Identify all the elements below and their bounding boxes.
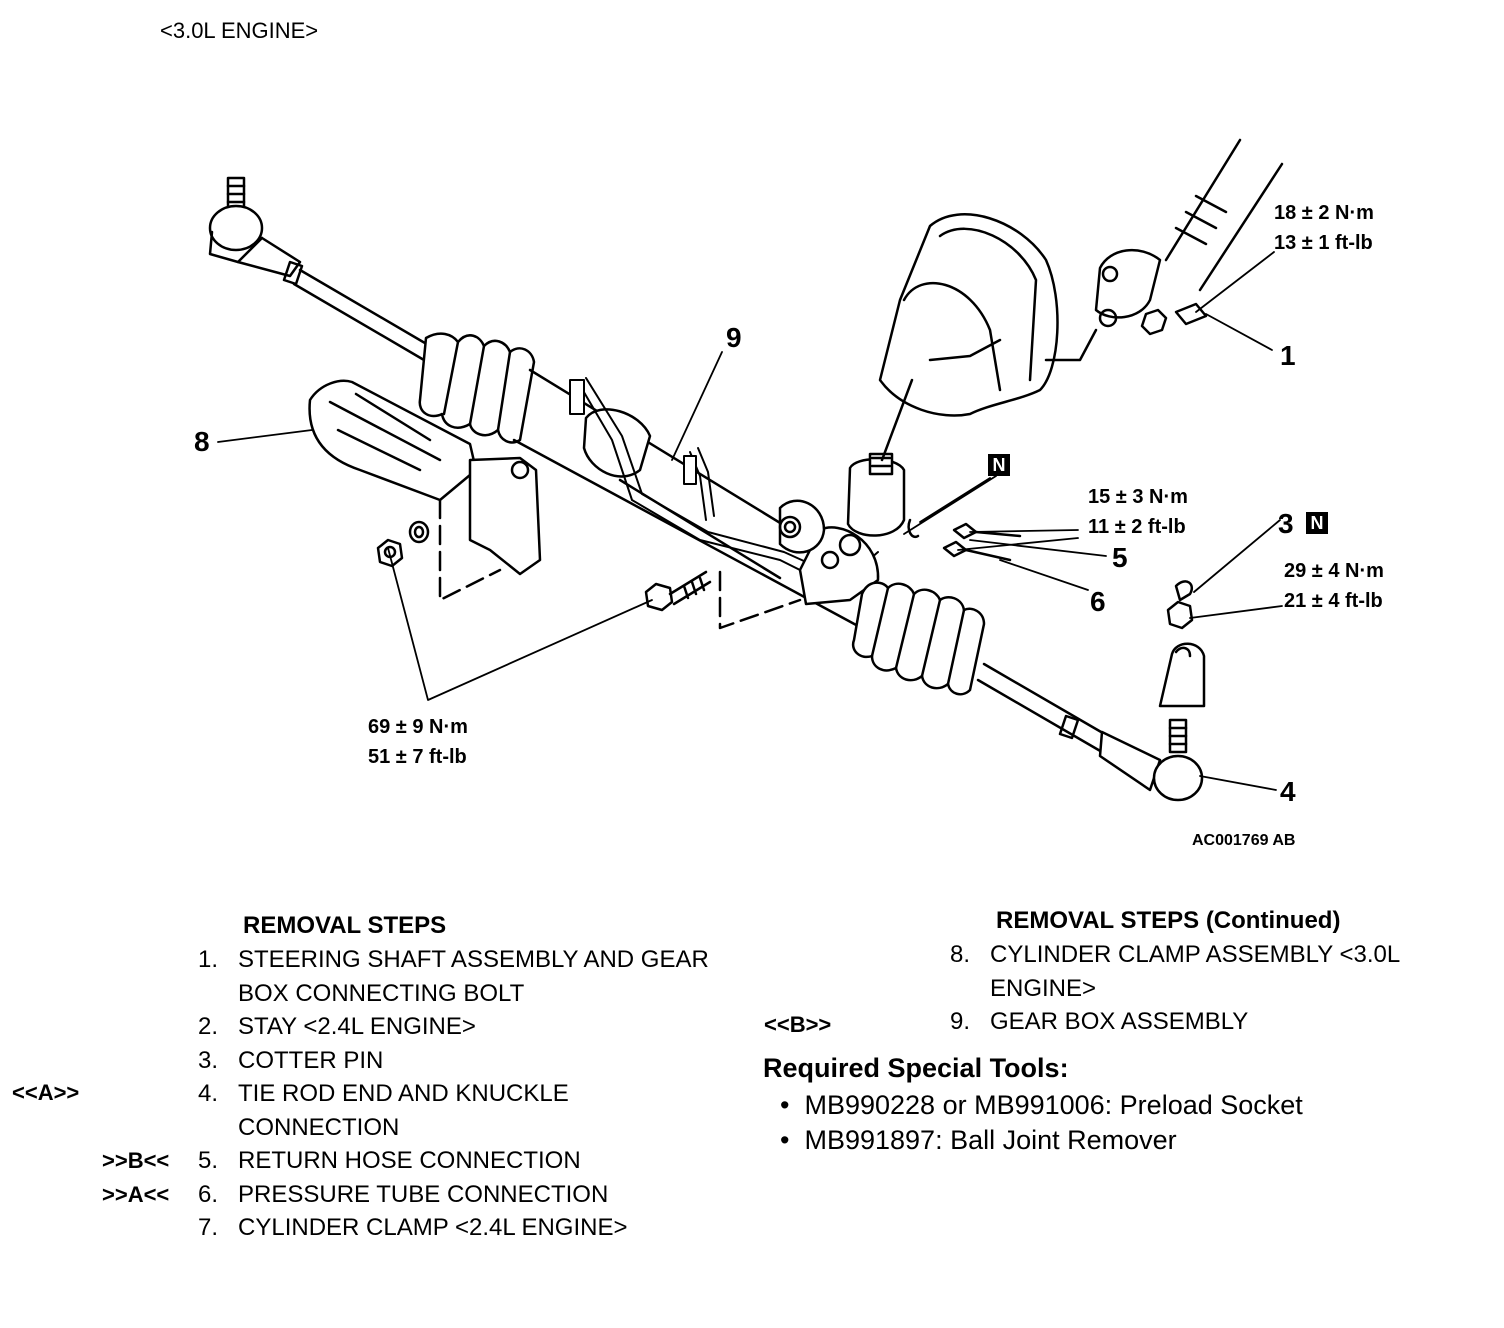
steering-gear-diagram (208, 138, 1284, 802)
leader-lines (217, 251, 1283, 791)
torque-spec-2-nm: 15 ± 3 N·m (1088, 486, 1188, 508)
n-mark-gasket: N (988, 454, 1010, 476)
column-dust-cover (878, 213, 1059, 462)
step-8-num: 8. (949, 941, 970, 968)
cotter-pin-nut (1158, 580, 1206, 708)
n-mark-3: N (1306, 512, 1328, 534)
step-7-num: 7. (197, 1214, 218, 1241)
right-tie-rod (976, 662, 1204, 802)
step-6-num: 6. (197, 1181, 218, 1208)
torque-spec-4-nm: 69 ± 9 N·m (368, 716, 468, 738)
pressure-pipes (569, 377, 879, 591)
tool-item-2-text: MB991897: Ball Joint Remover (804, 1125, 1177, 1155)
tool-item-1: • MB990228 or MB991006: Preload Socket (780, 1090, 1303, 1121)
step-6-text: PRESSURE TUBE CONNECTION (238, 1181, 609, 1208)
step-1-text: STEERING SHAFT ASSEMBLY AND GEAR BOX CON… (238, 946, 709, 1007)
step-7-text: CYLINDER CLAMP <2.4L ENGINE> (238, 1214, 628, 1241)
step-4-text: TIE ROD END AND KNUCKLE CONNECTION (238, 1080, 569, 1141)
callout-4: 4 (1280, 776, 1296, 807)
torque-spec-1-nm: 18 ± 2 N·m (1274, 202, 1374, 224)
step-9-num: 9. (949, 1008, 970, 1035)
torque-spec-4: 69 ± 9 N·m 51 ± 7 ft-lb (368, 712, 468, 772)
torque-spec-3: 29 ± 4 N·m 21 ± 4 ft-lb (1284, 556, 1384, 616)
cylinder-clamp-bracket (308, 379, 542, 602)
step-4-num: 4. (197, 1080, 218, 1107)
torque-spec-4-ftlb: 51 ± 7 ft-lb (368, 746, 467, 768)
step-8-text: CYLINDER CLAMP ASSEMBLY <3.0L ENGINE> (990, 941, 1400, 1002)
callout-9: 9 (726, 322, 742, 353)
bullet-icon: • (780, 1125, 790, 1155)
step-3: 3. COTTER PIN (188, 1044, 728, 1078)
step-5: 5. RETURN HOSE CONNECTION (188, 1144, 728, 1178)
callout-5: 5 (1112, 542, 1128, 573)
left-tie-rod-end (208, 176, 432, 362)
callout-8: 8 (194, 426, 210, 457)
step-6: 6. PRESSURE TUBE CONNECTION (188, 1178, 728, 1212)
step-9-mark: <<B>> (764, 1012, 832, 1037)
step-2-num: 2. (197, 1013, 218, 1040)
removal-steps-title: REMOVAL STEPS (243, 912, 447, 939)
special-tools-title: Required Special Tools: (763, 1053, 1069, 1083)
valve-body (798, 452, 906, 606)
mount-bushing (778, 499, 826, 554)
callout-1: 1 (1280, 340, 1296, 371)
step-9: 9. GEAR BOX ASSEMBLY (940, 1005, 1500, 1039)
step-3-num: 3. (197, 1047, 218, 1074)
step-3-text: COTTER PIN (238, 1047, 384, 1074)
torque-spec-2-ftlb: 11 ± 2 ft-lb (1088, 516, 1186, 538)
left-boot (418, 332, 536, 444)
step-1-num: 1. (197, 946, 218, 973)
n-mark-gasket-box: N (988, 454, 1010, 476)
step-1: 1. STEERING SHAFT ASSEMBLY AND GEAR BOX … (188, 943, 728, 1011)
torque-spec-2: 15 ± 3 N·m 11 ± 2 ft-lb (1088, 482, 1188, 542)
tool-item-1-text: MB990228 or MB991006: Preload Socket (804, 1090, 1303, 1120)
return-hoses (907, 518, 1022, 562)
callout-6: 6 (1090, 586, 1106, 617)
nut-washer-left (376, 520, 430, 568)
n-mark-3-box: N (1306, 512, 1328, 534)
step-5-mark: >>B<< (102, 1148, 170, 1173)
step-4: 4. TIE ROD END AND KNUCKLE CONNECTION (188, 1077, 728, 1145)
figure-code: AC001769 AB (1192, 832, 1296, 849)
engine-header: <3.0L ENGINE> (160, 18, 319, 43)
steering-shaft-joint (1044, 138, 1284, 362)
mount-bolt (644, 570, 802, 630)
step-2: 2. STAY <2.4L ENGINE> (188, 1010, 728, 1044)
step-9-text: GEAR BOX ASSEMBLY (990, 1008, 1249, 1035)
torque-spec-1-ftlb: 13 ± 1 ft-lb (1274, 232, 1373, 254)
torque-spec-1: 18 ± 2 N·m 13 ± 1 ft-lb (1274, 198, 1374, 258)
step-2-text: STAY <2.4L ENGINE> (238, 1013, 476, 1040)
step-4-mark: <<A>> (12, 1080, 80, 1105)
step-8: 8. CYLINDER CLAMP ASSEMBLY <3.0L ENGINE> (940, 938, 1500, 1006)
bullet-icon: • (780, 1090, 790, 1120)
step-5-text: RETURN HOSE CONNECTION (238, 1147, 581, 1174)
tool-item-2: • MB991897: Ball Joint Remover (780, 1125, 1177, 1156)
torque-spec-3-nm: 29 ± 4 N·m (1284, 560, 1384, 582)
step-6-mark: >>A<< (102, 1182, 170, 1207)
callout-3: 3 (1278, 508, 1294, 539)
removal-steps-continued-title: REMOVAL STEPS (Continued) (996, 907, 1341, 934)
step-5-num: 5. (197, 1147, 218, 1174)
right-boot (851, 581, 986, 696)
torque-spec-3-ftlb: 21 ± 4 ft-lb (1284, 590, 1383, 612)
step-7: 7. CYLINDER CLAMP <2.4L ENGINE> (188, 1211, 728, 1245)
